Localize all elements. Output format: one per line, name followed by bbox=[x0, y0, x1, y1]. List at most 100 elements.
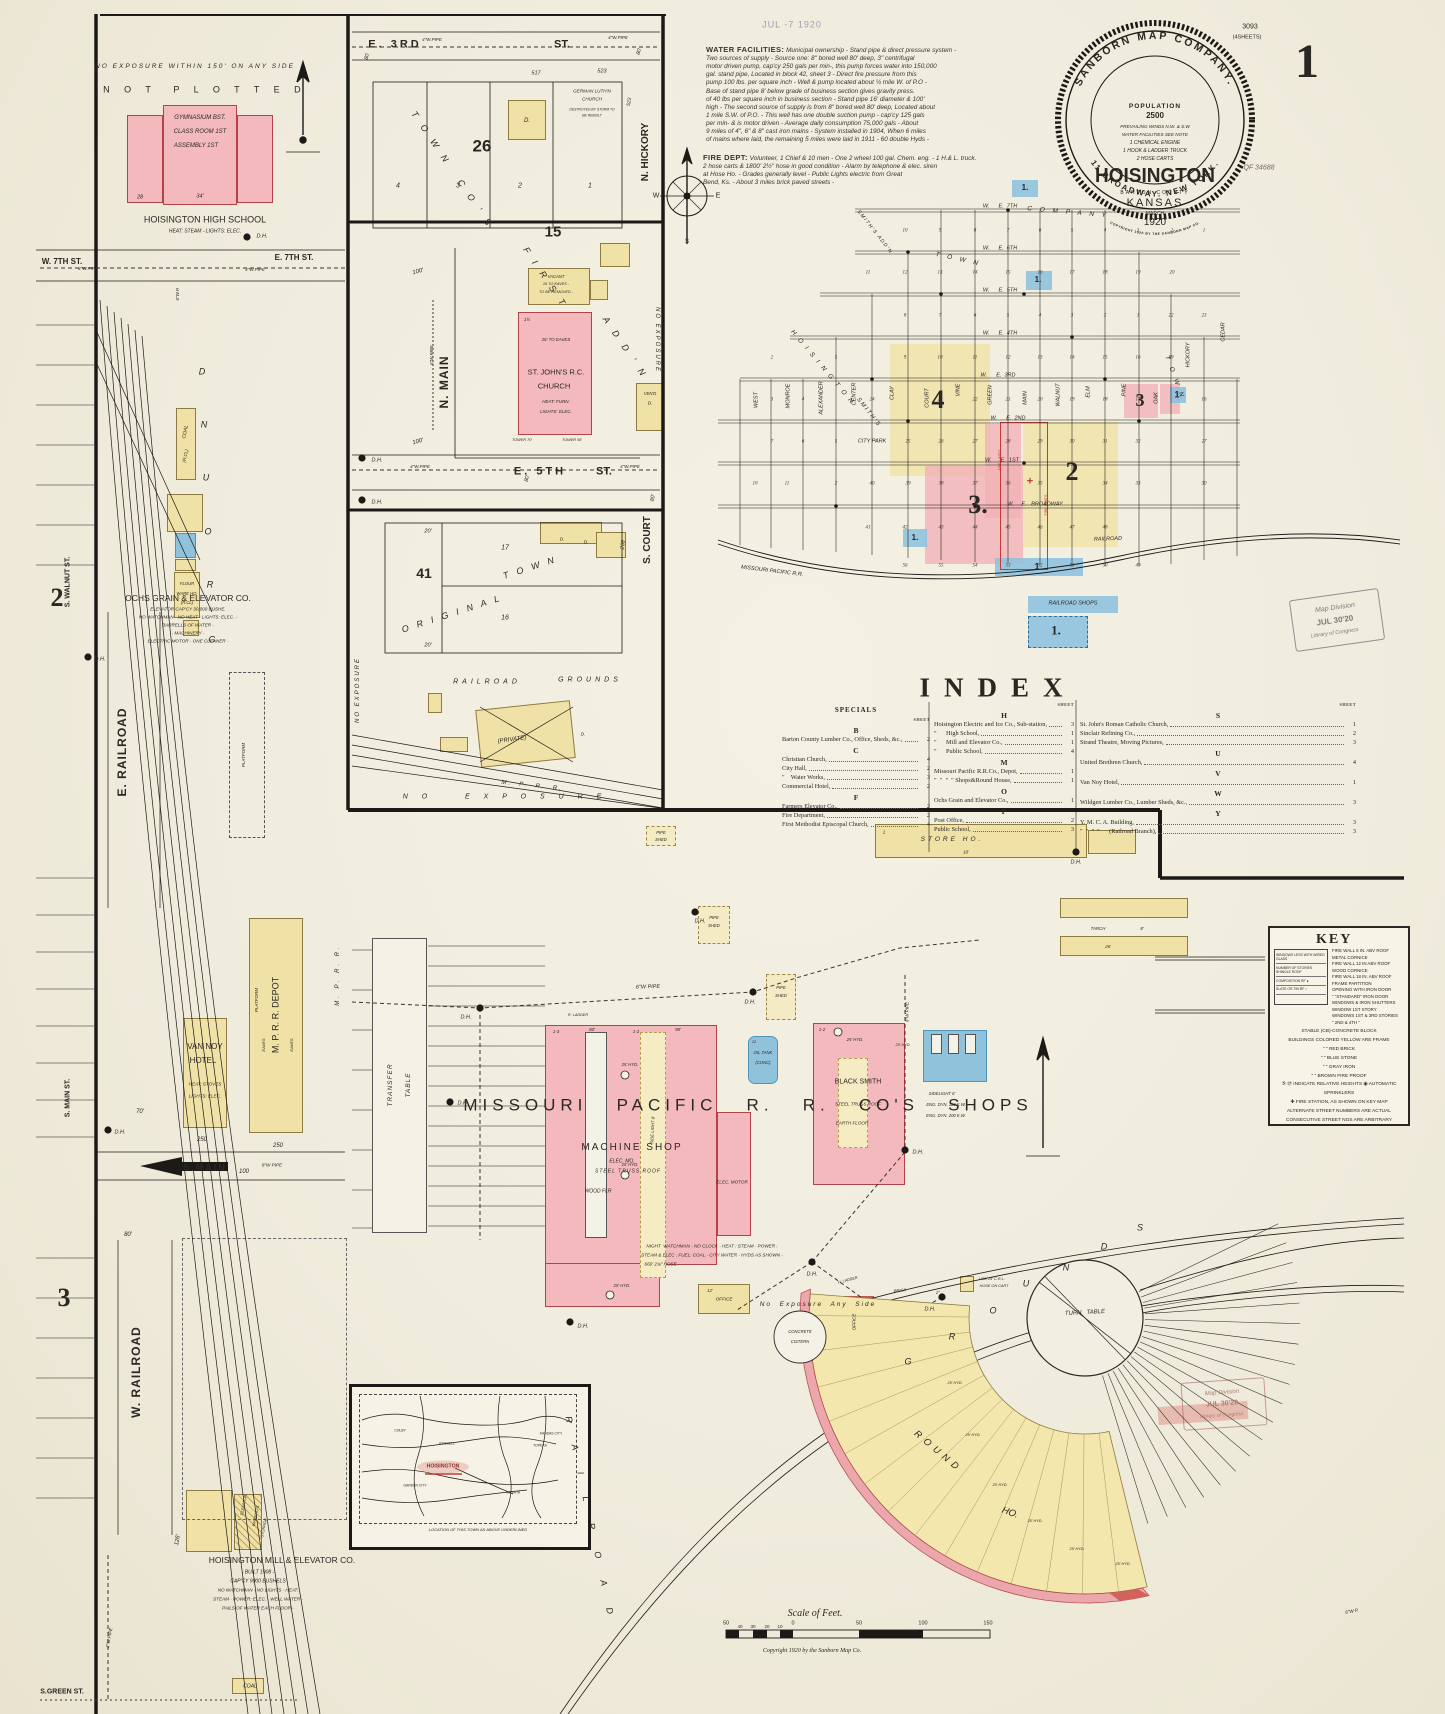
index-entry: " " " " (Railroad Branch),3 bbox=[1080, 827, 1356, 836]
map-label-89: N. HICKORY bbox=[640, 122, 651, 182]
roundhouse-stall-line bbox=[844, 1374, 985, 1455]
map-label-274: 25' HYD. bbox=[1069, 1547, 1085, 1552]
index-entry-sheet: 4 bbox=[1070, 748, 1074, 755]
map-label-48: 250 bbox=[196, 1137, 208, 1143]
index-leader bbox=[1170, 726, 1344, 727]
map-label-158: VINE bbox=[955, 383, 962, 397]
index-entry-name: " Mill and Elevator Co., bbox=[934, 739, 1003, 746]
map-label-159: GREEN bbox=[987, 385, 994, 405]
index-entry-sheet: 4 bbox=[1352, 759, 1356, 766]
keymap-block-25: 25 bbox=[905, 439, 911, 445]
map-label-201: PIPE bbox=[776, 984, 786, 990]
double-hydrant-dot bbox=[691, 908, 699, 916]
keymap-block-19: 19 bbox=[1069, 397, 1075, 403]
keymap-block-5: 5 bbox=[834, 355, 838, 361]
map-label-283: 0 bbox=[791, 1620, 795, 1627]
index-entry: Christian Church,4 bbox=[782, 755, 930, 764]
map-label-161: WALNUT bbox=[1055, 383, 1062, 407]
key-note-row: " " RED BRICK bbox=[1322, 1046, 1356, 1052]
map-label-164: OAK bbox=[1153, 392, 1160, 404]
building-machine-shop-lobe bbox=[717, 1112, 751, 1236]
map-label-233: (CONC) bbox=[755, 1059, 771, 1065]
building-office-12 bbox=[698, 1284, 750, 1314]
map-label-86: 3 bbox=[456, 182, 460, 190]
map-label-192: E bbox=[715, 192, 721, 200]
fire-dept-note: FIRE DEPT: Volunteer, 1 Chief & 10 men -… bbox=[703, 146, 1055, 187]
keymap-block-21: 21 bbox=[1005, 397, 1011, 403]
engine-house-slot bbox=[931, 1034, 942, 1054]
map-label-215: TABLE bbox=[404, 1072, 412, 1098]
index-entry-name: Van Noy Hotel, bbox=[1080, 779, 1120, 786]
map-label-130: RAILROAD bbox=[453, 678, 521, 686]
map-label-235: 25' HYD. bbox=[846, 1036, 864, 1042]
hydrant-circle bbox=[605, 1290, 615, 1300]
map-label-117: D.H. bbox=[371, 499, 383, 506]
index-entry-name: Post Office, bbox=[934, 817, 964, 824]
index-leader bbox=[832, 788, 918, 789]
map-label-10: D.H. bbox=[256, 233, 268, 240]
map-label-25: NO WATCHMAN - NO HEAT - LIGHTS: ELEC. - bbox=[138, 614, 238, 620]
map-label-153: MONROE bbox=[785, 383, 792, 409]
label-ochs-grain: OCHS GRAIN & ELEVATOR CO. bbox=[125, 592, 251, 603]
index-entry: Fire Department,2 bbox=[782, 811, 930, 820]
map-label-218: 80' bbox=[589, 1026, 595, 1032]
index-entry: " Mill and Elevator Co.,1 bbox=[934, 738, 1074, 747]
map-label-288: COLBY bbox=[394, 1428, 406, 1433]
inset-map-frame bbox=[349, 1384, 591, 1550]
turntable-track bbox=[1126, 1360, 1236, 1472]
map-label-72: ST. bbox=[554, 38, 570, 51]
index-group-letter: H bbox=[1001, 711, 1007, 720]
keymap-hydrant-dot bbox=[1070, 335, 1074, 339]
map-label-14: 4"W.PIPE bbox=[245, 266, 265, 272]
roundhouse-stall-line bbox=[811, 1331, 970, 1352]
index-entry-name: St. John's Roman Catholic Church, bbox=[1080, 721, 1169, 728]
index-leader bbox=[1010, 802, 1062, 803]
keymap-hydrant-dot bbox=[973, 504, 977, 508]
map-label-114: 4"W.PIPE bbox=[410, 463, 430, 469]
keymap-block-20: 20 bbox=[1037, 397, 1043, 403]
keymap-block-17: 17 bbox=[1135, 397, 1141, 403]
keymap-block-5: 5 bbox=[834, 439, 838, 445]
map-label-157: COURT bbox=[924, 388, 931, 408]
index-entry-name: Wildgen Lumber Co., Lumber Sheds, &c., bbox=[1080, 799, 1188, 806]
building-vacant bbox=[528, 268, 590, 305]
double-hydrant-dot bbox=[808, 1258, 816, 1266]
map-label-54: 8"W PIPE bbox=[261, 1162, 283, 1168]
label-keymap-sheet3: 3. bbox=[968, 490, 988, 519]
keymap-block-5: 5 bbox=[1006, 313, 1010, 319]
keymap-block-9: 9 bbox=[938, 228, 942, 234]
map-label-22: D.H. bbox=[94, 656, 106, 663]
map-label-237: STEEL TRUSS ROOF bbox=[835, 1101, 881, 1107]
map-label-20: 3 bbox=[57, 1283, 71, 1312]
map-label-41: HOTEL bbox=[189, 1056, 217, 1065]
map-label-50: 70' bbox=[136, 1109, 144, 1115]
map-label-21: S. MAIN ST. bbox=[64, 1078, 72, 1118]
map-label-87: 2 bbox=[518, 182, 522, 190]
map-label-241: ENG. DYN. 200 K.W. bbox=[926, 1112, 966, 1118]
keymap-block-5: 5 bbox=[1070, 228, 1074, 234]
index-entry-name: " " " " Shops&Round House, bbox=[934, 777, 1012, 784]
map-label-265: OFFICE bbox=[715, 1296, 733, 1302]
double-hydrant-dot bbox=[901, 1146, 909, 1154]
index-entry: " " " " Shops&Round House,1 bbox=[934, 776, 1074, 785]
map-label-107: LIGHTS: ELEC. bbox=[540, 408, 572, 414]
map-label-149: W. E. BROADWAY bbox=[1007, 501, 1063, 508]
building-st-johns-church bbox=[518, 312, 592, 435]
building-block26-shed bbox=[600, 243, 630, 267]
keymap-block-54: 54 bbox=[972, 563, 978, 569]
map-label-61: NO WATCHMAN - NO LIGHTS - HEAT: bbox=[217, 1587, 299, 1593]
building-mprr-depot bbox=[249, 918, 303, 1133]
index-entry: Strand Theatre, Moving Pictures,3 bbox=[1080, 738, 1356, 747]
index-leader bbox=[827, 817, 918, 818]
map-label-88: 1 bbox=[588, 182, 592, 190]
map-label-287: Copyright 1920 by the Sanborn Map Co. bbox=[762, 1648, 862, 1654]
map-label-272: 25' HYD. bbox=[992, 1483, 1008, 1488]
index-entry-sheet: 2 bbox=[926, 783, 930, 790]
key-legend-title: KEY bbox=[1316, 932, 1353, 947]
map-label-178: 1 bbox=[1174, 389, 1180, 400]
label-blacksmith: BLACK SMITH bbox=[834, 1078, 882, 1086]
map-label-85: 4 bbox=[396, 182, 400, 190]
keymap-block-32: 32 bbox=[1135, 439, 1141, 445]
seal-line: 1920 bbox=[1144, 217, 1167, 228]
